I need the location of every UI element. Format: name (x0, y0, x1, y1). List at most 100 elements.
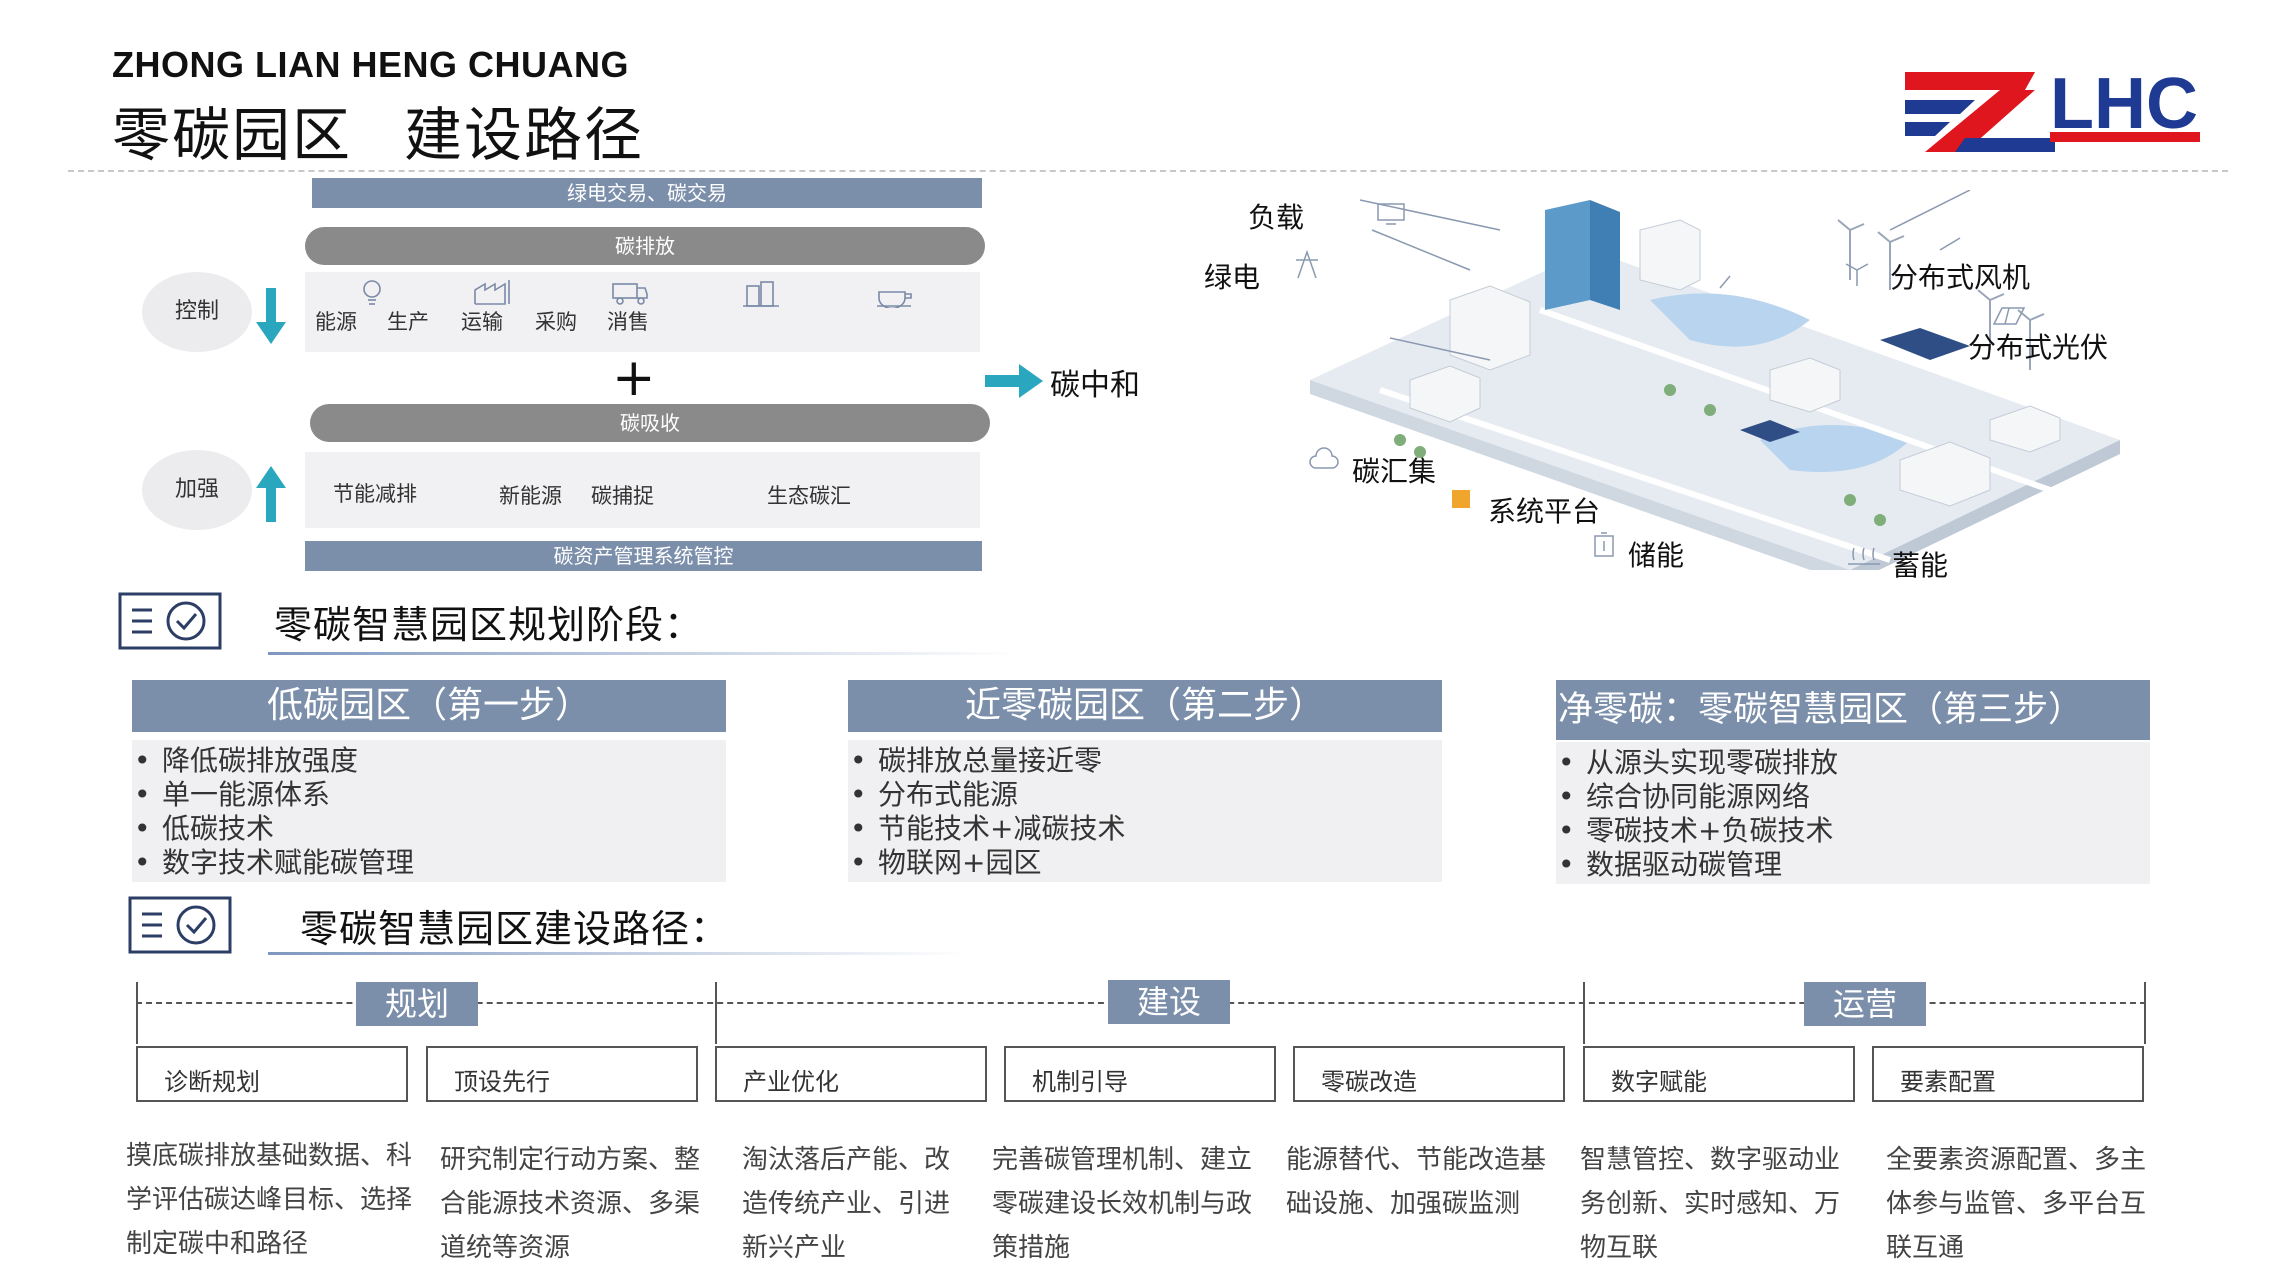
absorb-item-new-energy: 新能源 (499, 484, 562, 508)
truck-icon (612, 283, 648, 305)
step-desc-line: 学评估碳达峰目标、选择 (126, 1185, 413, 1215)
page-title-part2: 建设路径 (404, 101, 645, 169)
step-desc-line: 联互通 (1886, 1233, 1965, 1263)
emission-item-sales: 消售 (607, 310, 649, 334)
construction-underline (268, 952, 968, 955)
cup-icon (877, 291, 912, 308)
city-label-carbon-sink: 碳汇集 (1352, 455, 1437, 488)
step-box-factor: 要素配置 (1872, 1046, 2144, 1102)
checklist-icon (118, 592, 222, 650)
stage-3-item: 从源头实现零碳排放 (1558, 746, 2150, 780)
stage-card-2: 近零碳园区（第二步） 碳排放总量接近零 分布式能源 节能技术+减碳技术 物联网+… (848, 680, 1442, 884)
step-desc-line: 零碳建设长效机制与政 (992, 1189, 1253, 1219)
logo-text: LHC (2050, 64, 2198, 144)
pylon-icon (1296, 250, 1318, 279)
step-desc-line: 策措施 (992, 1233, 1071, 1263)
step-desc-digital: 智慧管控、数字驱动业 务创新、实时感知、万 物互联 (1580, 1138, 1870, 1270)
plus-sign: + (612, 348, 656, 408)
factory-icon (474, 280, 510, 305)
step-desc-line: 能源替代、节能改造基 (1286, 1145, 1547, 1175)
arrow-down-icon (256, 288, 286, 344)
step-desc-line: 体参与监管、多平台互 (1886, 1189, 2147, 1219)
emission-item-transport: 运输 (461, 310, 503, 334)
city-label-load: 负载 (1248, 201, 1305, 234)
page-title: 零碳园区建设路径 (112, 88, 644, 172)
battery-icon (1594, 532, 1614, 557)
absorb-panel: 节能减排 新能源 碳捕捉 生态碳汇 (305, 452, 980, 528)
step-desc-industry: 淘汰落后产能、改 造传统产业、引进 新兴产业 (742, 1138, 982, 1270)
arrow-up-icon (256, 466, 286, 522)
step-desc-line: 智慧管控、数字驱动业 (1580, 1145, 1841, 1175)
stage-1-item: 降低碳排放强度 (134, 744, 726, 778)
checklist-icon-2 (128, 896, 232, 954)
step-desc-line: 完善碳管理机制、建立 (992, 1145, 1253, 1175)
step-desc-line: 淘汰落后产能、改 (742, 1145, 951, 1175)
absorb-item-saving: 节能减排 (333, 482, 417, 506)
building-icon (743, 281, 779, 307)
planning-heading: 零碳智慧园区规划阶段： (274, 603, 704, 647)
step-box-mechanism: 机制引导 (1004, 1046, 1276, 1102)
page-title-part1: 零碳园区 (112, 101, 353, 169)
monitor-icon (1377, 203, 1405, 225)
step-box-diagnosis: 诊断规划 (136, 1046, 408, 1102)
city-label-platform: 系统平台 (1488, 495, 1601, 528)
city-label-storage: 储能 (1628, 539, 1685, 572)
zlhc-logo: LHC (1905, 64, 2200, 152)
stage-title-2: 近零碳园区（第二步） (848, 680, 1442, 732)
green-trade-bar: 绿电交易、碳交易 (312, 178, 982, 208)
control-circle: 控制 (142, 272, 252, 352)
solar-panel-icon (1992, 307, 2026, 325)
wind-turbine-icon (1845, 263, 1869, 286)
timeline-tick (136, 982, 138, 1044)
step-desc-line: 制定碳中和路径 (126, 1229, 309, 1259)
emission-item-energy: 能源 (315, 310, 357, 334)
phase-label-build: 建设 (1108, 980, 1230, 1024)
step-desc-zero-carbon: 能源替代、节能改造基 础设施、加强碳监测 (1286, 1138, 1576, 1226)
step-desc-factor: 全要素资源配置、多主 体参与监管、多平台互 联互通 (1886, 1138, 2176, 1270)
timeline-tick (2144, 982, 2146, 1044)
city-label-wind: 分布式风机 (1890, 261, 2031, 294)
step-desc-line: 新兴产业 (742, 1233, 847, 1263)
stage-title-1: 低碳园区（第一步） (132, 680, 726, 732)
platform-icon (1452, 490, 1470, 508)
absorb-item-eco-sink: 生态碳汇 (767, 484, 851, 508)
emission-item-production: 生产 (387, 310, 429, 334)
emission-panel: 能源 生产 运输 采购 消售 (305, 272, 980, 352)
emission-item-purchase: 采购 (535, 310, 577, 334)
stage-title-3: 净零碳：零碳智慧园区（第三步） (1556, 680, 2150, 740)
stage-2-item: 节能技术+减碳技术 (850, 812, 1442, 846)
stage-2-item: 碳排放总量接近零 (850, 744, 1442, 778)
smart-park-illustration (1310, 190, 2120, 570)
stage-body-1: 降低碳排放强度 单一能源体系 低碳技术 数字技术赋能碳管理 (132, 740, 726, 882)
step-desc-mechanism: 完善碳管理机制、建立 零碳建设长效机制与政 策措施 (992, 1138, 1282, 1270)
brand-name: ZHONG LIAN HENG CHUANG (112, 44, 629, 85)
step-desc-diagnosis: 摸底碳排放基础数据、科 学评估碳达峰目标、选择 制定碳中和路径 (126, 1134, 426, 1266)
phase-label-operate: 运营 (1804, 982, 1926, 1026)
stage-1-item: 单一能源体系 (134, 778, 726, 812)
stage-body-3: 从源头实现零碳排放 综合协同能源网络 零碳技术+负碳技术 数据驱动碳管理 (1556, 742, 2150, 884)
stage-3-item: 综合协同能源网络 (1558, 780, 2150, 814)
arrow-right-icon (985, 364, 1043, 398)
step-desc-line: 摸底碳排放基础数据、科 (126, 1141, 413, 1171)
step-desc-line: 道统等资源 (440, 1233, 571, 1263)
step-desc-line: 全要素资源配置、多主 (1886, 1145, 2147, 1175)
asset-management-bar: 碳资产管理系统管控 (305, 541, 982, 571)
step-box-industry: 产业优化 (715, 1046, 987, 1102)
step-desc-line: 物互联 (1580, 1233, 1659, 1263)
step-desc-line: 研究制定行动方案、整 (440, 1145, 701, 1175)
lightbulb-icon (363, 280, 381, 305)
stage-3-item: 零碳技术+负碳技术 (1558, 814, 2150, 848)
strengthen-circle: 加强 (142, 450, 252, 530)
step-desc-top-design: 研究制定行动方案、整 合能源技术资源、多渠 道统等资源 (440, 1138, 720, 1270)
cloud-icon (1309, 447, 1339, 469)
stage-card-3: 净零碳：零碳智慧园区（第三步） 从源头实现零碳排放 综合协同能源网络 零碳技术+… (1556, 680, 2150, 884)
absorb-item-capture: 碳捕捉 (591, 484, 654, 508)
step-desc-line: 合能源技术资源、多渠 (440, 1189, 701, 1219)
phase-label-plan: 规划 (356, 982, 478, 1026)
stage-2-item: 物联网+园区 (850, 846, 1442, 880)
step-box-top-design: 顶设先行 (426, 1046, 698, 1102)
step-desc-line: 造传统产业、引进 (742, 1189, 951, 1219)
carbon-neutral-label: 碳中和 (1050, 368, 1140, 403)
step-desc-line: 础设施、加强碳监测 (1286, 1189, 1521, 1219)
timeline-tick (715, 982, 717, 1044)
